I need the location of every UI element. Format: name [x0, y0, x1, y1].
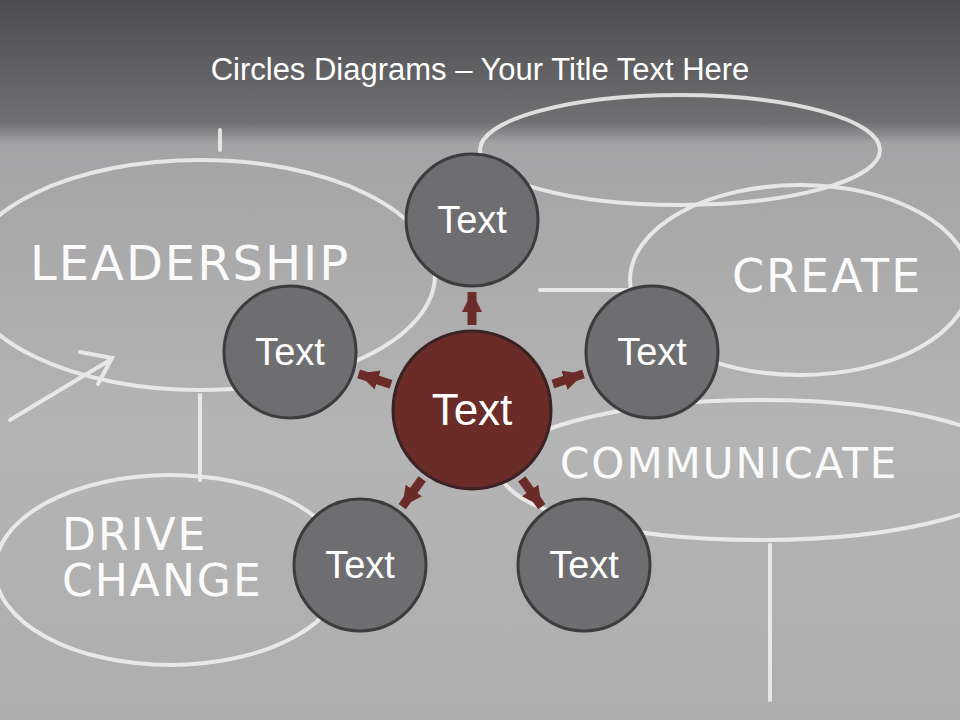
- outer-circle: Text: [584, 284, 720, 420]
- circle-outline: [586, 286, 718, 418]
- circle-label: Text: [549, 544, 619, 587]
- sketch-lines: [0, 95, 960, 700]
- circle-label: Text: [437, 199, 507, 242]
- circle-outline: [294, 499, 426, 631]
- sketch-ellipse: [480, 95, 880, 205]
- arrow-connector: [468, 292, 477, 325]
- sketch-arrow: [10, 352, 112, 420]
- circle-outline: [393, 331, 551, 489]
- arrow-connector: [553, 374, 584, 384]
- circle-label: Text: [617, 331, 687, 374]
- circle-label: Text: [432, 385, 513, 435]
- circle-text-holder: Text: [516, 497, 652, 633]
- sketch-line: [218, 130, 222, 150]
- sketch-line: [198, 395, 202, 480]
- outer-circle: Text: [404, 152, 540, 288]
- sketch-line: [768, 545, 772, 700]
- circle-text-holder: Text: [404, 152, 540, 288]
- sketch-ellipse: [0, 160, 435, 390]
- slide-title: Circles Diagrams – Your Title Text Here: [0, 52, 960, 88]
- circle-text-holder: Text: [292, 497, 428, 633]
- circle-label: Text: [255, 331, 325, 374]
- whiteboard-word: CREATE: [732, 252, 952, 300]
- outer-circle: Text: [222, 284, 358, 420]
- whiteboard-word: COMMUNICATE: [560, 442, 955, 486]
- circle-label: Text: [325, 544, 395, 587]
- arrow-connector: [402, 479, 422, 507]
- arrow-connector: [359, 374, 391, 384]
- circle-outline: [518, 499, 650, 631]
- circle-text-holder: Text: [584, 284, 720, 420]
- circle-outline: [406, 154, 538, 286]
- circle-outline: [224, 286, 356, 418]
- sketch-line: [540, 288, 630, 292]
- arrow-connector: [522, 479, 542, 507]
- outer-circle: Text: [516, 497, 652, 633]
- outer-circle: Text: [292, 497, 428, 633]
- center-circle: Text: [391, 329, 553, 491]
- circle-text-holder: Text: [391, 329, 553, 491]
- circle-text-holder: Text: [222, 284, 358, 420]
- whiteboard-word: DRIVE CHANGE: [62, 512, 277, 604]
- whiteboard-word: LEADERSHIP: [30, 238, 410, 288]
